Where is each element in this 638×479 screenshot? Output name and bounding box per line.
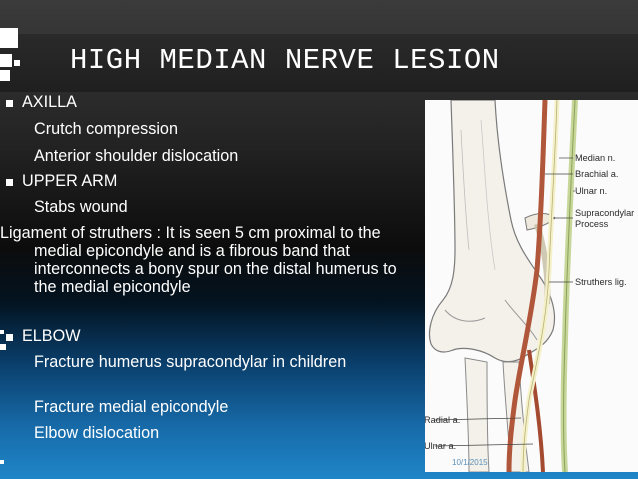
- label-brachial-artery: Brachial a.: [575, 169, 618, 179]
- slide-date: 10/1/2015: [452, 458, 488, 467]
- decorative-squares: [0, 0, 20, 479]
- list-item: Anterior shoulder dislocation: [34, 147, 239, 165]
- anatomy-figure: Median n. Brachial a. Ulnar n. Supracond…: [424, 99, 638, 473]
- list-item-text: Fracture humerus supracondylar in childr…: [34, 353, 347, 371]
- label-supracondylar: Supracondylar: [575, 208, 634, 218]
- label-radial-artery: Radial a.: [425, 415, 460, 425]
- section-heading-axilla: AXILLA: [22, 93, 77, 111]
- elbow-anatomy-illustration: Median n. Brachial a. Ulnar n. Supracond…: [424, 99, 634, 473]
- list-item: Elbow dislocation: [34, 424, 160, 442]
- title-band: [0, 34, 638, 92]
- list-item: Fracture humerus supracondylar in childr…: [34, 353, 364, 371]
- ligament-paragraph: Ligament of struthers : It is seen 5 cm …: [0, 224, 400, 296]
- section-heading-upper-arm: UPPER ARM: [22, 172, 118, 190]
- bullet-icon: [6, 334, 13, 341]
- list-item: Crutch compression: [34, 120, 178, 138]
- label-median-nerve: Median n.: [575, 153, 615, 163]
- list-item: Fracture medial epicondyle: [34, 398, 229, 416]
- section-heading-elbow: ELBOW: [22, 327, 81, 345]
- bullet-icon: [6, 179, 13, 186]
- label-struthers-ligament: Struthers lig.: [575, 277, 627, 287]
- bullet-icon: [6, 100, 13, 107]
- paragraph-text: Ligament of struthers : It is seen 5 cm …: [0, 224, 397, 296]
- slide-title: HIGH MEDIAN NERVE LESION: [70, 44, 500, 77]
- label-ulnar-artery: Ulnar a.: [425, 441, 456, 451]
- list-item: Stabs wound: [34, 198, 128, 216]
- label-ulnar-nerve: Ulnar n.: [575, 186, 607, 196]
- label-process: Process: [575, 219, 609, 229]
